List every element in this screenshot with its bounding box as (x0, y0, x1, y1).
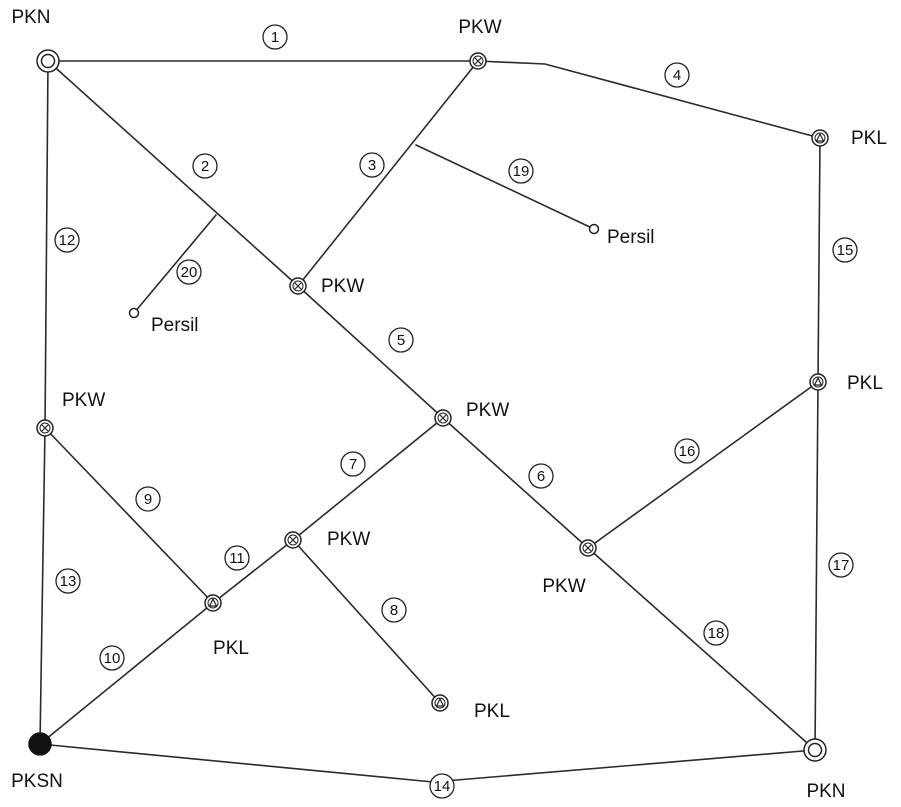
svg-text:9: 9 (144, 491, 152, 508)
segment-number-17: 17 (828, 552, 854, 578)
pkw-node-icon (434, 409, 452, 427)
pkw-node-icon (36, 419, 54, 437)
node-label-n14: PKSN (11, 771, 63, 792)
segment-number-6: 6 (528, 463, 554, 489)
segment-number-7: 7 (340, 451, 366, 477)
svg-text:18: 18 (708, 625, 725, 642)
pkn-node-icon (36, 49, 60, 73)
pkl-node-icon (809, 373, 827, 391)
node-label-n8: PKW (466, 400, 509, 421)
segment-line-20 (133, 214, 217, 314)
segment-line-19 (415, 144, 595, 230)
pkw-node-icon (579, 539, 597, 557)
segment-number-18: 18 (703, 620, 729, 646)
segment-number-12: 12 (54, 227, 80, 253)
node-label-n10: PKW (327, 529, 370, 550)
segment-number-1: 1 (262, 24, 288, 50)
svg-text:6: 6 (537, 468, 545, 485)
segment-line-3 (297, 60, 479, 287)
segment-line-2 (47, 60, 299, 287)
segment-line-16 (587, 381, 819, 549)
node-label-n11: PKW (542, 576, 585, 597)
svg-text:17: 17 (833, 557, 850, 574)
svg-text:3: 3 (368, 157, 376, 174)
pkn-node-icon (803, 738, 827, 762)
svg-text:16: 16 (679, 443, 696, 460)
pkl-node-icon (204, 594, 222, 612)
segment-line-15 (817, 137, 821, 383)
svg-text:2: 2 (201, 158, 209, 175)
segment-number-14: 14 (429, 773, 455, 799)
node-label-n4: PKW (321, 276, 364, 297)
node-label-n3: PKL (851, 128, 887, 149)
svg-text:7: 7 (349, 456, 357, 473)
segment-line-11 (212, 539, 294, 604)
pkl-node-icon (811, 129, 829, 147)
svg-text:8: 8 (390, 602, 398, 619)
svg-text:19: 19 (513, 163, 530, 180)
svg-text:11: 11 (229, 550, 245, 567)
segment-line-10 (39, 602, 214, 745)
pkw-node-icon (469, 52, 487, 70)
node-label-n9: PKW (62, 390, 105, 411)
segment-number-9: 9 (135, 486, 161, 512)
pkw-node-icon (284, 531, 302, 549)
segment-line-14 (39, 743, 816, 783)
svg-text:15: 15 (837, 242, 854, 259)
node-label-n7: PKL (847, 373, 883, 394)
nodes-layer (28, 49, 829, 762)
svg-text:5: 5 (397, 332, 405, 349)
segment-line-9 (44, 427, 214, 604)
segment-line-12 (44, 60, 49, 429)
segment-line-17 (814, 381, 819, 751)
segments-layer (39, 60, 821, 783)
segment-line-4 (477, 60, 821, 139)
segment-number-10: 10 (99, 645, 125, 671)
node-label-n6: Persil (151, 315, 199, 336)
svg-text:10: 10 (104, 650, 121, 667)
svg-text:12: 12 (59, 232, 76, 249)
node-label-n15: PKN (806, 781, 845, 802)
segment-number-11: 11 (224, 545, 250, 571)
segment-number-20: 20 (176, 259, 202, 285)
segment-number-16: 16 (674, 438, 700, 464)
pkl-node-icon (431, 694, 449, 712)
segment-line-8 (292, 539, 441, 704)
segment-number-4: 4 (664, 62, 690, 88)
segment-number-3: 3 (359, 152, 385, 178)
segment-line-18 (587, 547, 816, 751)
segment-number-15: 15 (832, 237, 858, 263)
node-label-n13: PKL (474, 701, 510, 722)
svg-text:13: 13 (60, 573, 77, 590)
pksn-node-icon (28, 732, 52, 756)
svg-text:4: 4 (673, 67, 681, 84)
node-label-n5: Persil (607, 227, 655, 248)
segment-number-13: 13 (55, 568, 81, 594)
segment-number-19: 19 (508, 158, 534, 184)
segment-number-2: 2 (192, 153, 218, 179)
node-label-n2: PKW (458, 17, 501, 38)
node-label-n12: PKL (213, 638, 249, 659)
node-label-n1: PKN (11, 7, 50, 28)
svg-text:20: 20 (181, 264, 198, 281)
persil-node-icon (128, 307, 140, 319)
segment-line-7 (292, 417, 444, 541)
segment-number-8: 8 (381, 597, 407, 623)
segment-line-5 (297, 285, 444, 419)
segment-line-13 (39, 427, 46, 745)
svg-text:14: 14 (434, 778, 451, 795)
svg-text:1: 1 (271, 29, 279, 46)
segment-line-6 (442, 417, 589, 549)
pkw-node-icon (289, 277, 307, 295)
persil-node-icon (588, 223, 600, 235)
segment-number-5: 5 (388, 327, 414, 353)
